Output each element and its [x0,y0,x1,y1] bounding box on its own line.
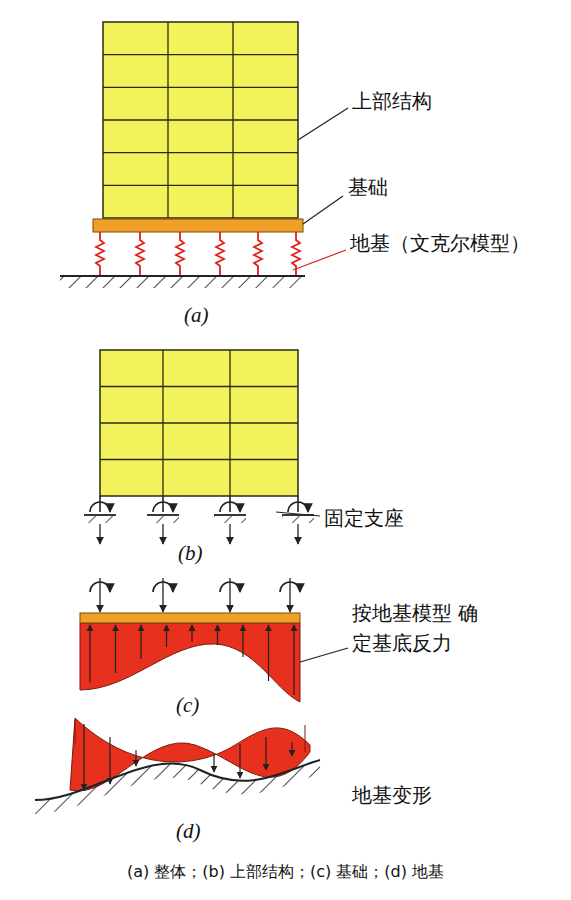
leader-line [298,108,348,140]
building-b [100,350,298,496]
subfigure-label: (b) [178,538,203,570]
reaction-arrows [90,625,294,695]
building-a [103,22,298,218]
ground-hatch [35,760,320,814]
part-label: 按地基模型 确定基底反力 [352,598,480,658]
part-label: 地基变形 [352,780,432,810]
ground-line [60,275,305,277]
base-reaction [80,623,300,702]
part-label: 固定支座 [324,503,404,533]
part-label: 上部结构 [352,86,432,116]
leader-line [276,512,320,516]
part-label: 基础 [348,172,388,202]
foundation-c [80,613,300,623]
column-loads [90,578,300,612]
figure-caption: (a) 整体；(b) 上部结构；(c) 基础；(d) 地基 [127,860,444,884]
subfigure-label: (c) [176,690,199,722]
ground-hatch [60,276,305,288]
deformed-ground [35,760,320,800]
part-label: 地基（文克尔模型） [350,228,530,258]
winkler-springs [96,232,300,276]
subfigure-label: (a) [184,300,209,332]
foundation-a [93,219,303,232]
leader-line [293,250,346,270]
leader-line [303,196,343,224]
subfigure-label: (d) [176,816,201,848]
leader-line [300,648,348,662]
fixed-supports [84,496,314,544]
